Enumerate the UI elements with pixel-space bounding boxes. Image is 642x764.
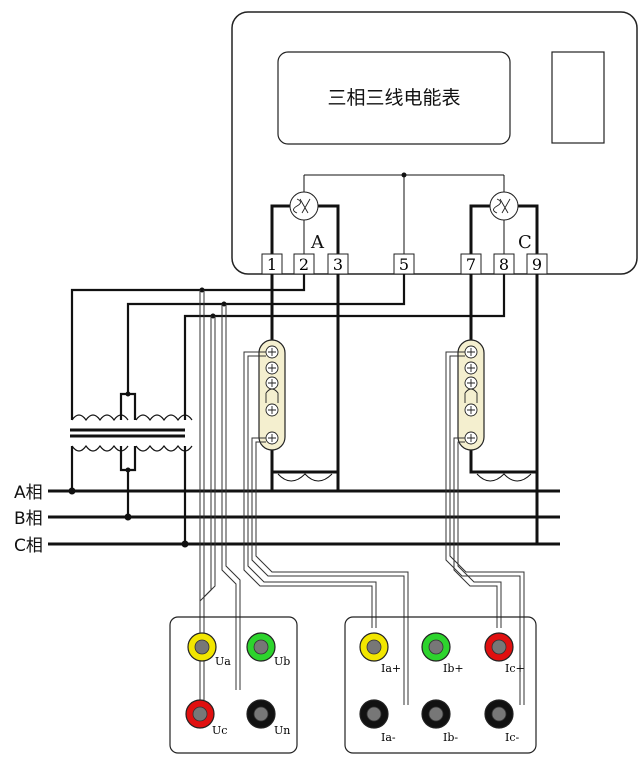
ib-plus-label: Ib+ [443,662,464,675]
ia-plus-label: Ia+ [381,662,401,675]
current-input-box [344,616,537,754]
voltage-input-box [169,616,298,754]
phase-a-label: A相 [14,483,43,503]
ib-minus-label: Ib- [443,731,458,744]
vt-wiring [70,274,506,544]
meter-title: 三相三线电能表 [327,87,460,109]
terminal-3-label: 3 [333,255,343,274]
busbars [48,489,560,546]
ic-minus-label: Ic- [505,731,520,744]
ia-minus-terminal[interactable] [359,699,389,729]
meter-side-window [551,51,605,144]
ct-wiring [270,274,560,546]
voltage-transformer-icon [70,414,193,452]
ic-plus-label: Ic+ [505,662,525,675]
meter-element-c-icon [489,191,519,221]
ic-minus-terminal[interactable] [484,699,514,729]
ua-label: Ua [215,655,231,668]
terminal-8-label: 8 [499,255,509,274]
test-leads [199,290,525,705]
terminal-7-label: 7 [466,255,476,274]
junction-dots [68,287,227,548]
ub-label: Ub [274,655,290,668]
phase-b-label: B相 [14,509,43,529]
phase-c-label: C相 [14,536,43,556]
uc-terminal[interactable] [185,699,215,729]
meter-element-a-label: A [310,232,325,253]
un-label: Un [274,724,290,737]
terminal-5-label: 5 [399,255,409,274]
ia-minus-label: Ia- [381,731,396,744]
terminal-2-label: 2 [299,255,309,274]
meter-body [231,11,638,275]
node-dot [401,172,407,178]
ib-plus-terminal[interactable] [421,632,451,662]
current-transformer-icon [277,473,532,482]
ua-terminal[interactable] [187,632,217,662]
ia-plus-terminal[interactable] [359,632,389,662]
meter-terminals: 1 2 3 5 7 8 9 [261,253,548,275]
ub-terminal[interactable] [246,632,276,662]
ic-plus-terminal[interactable] [484,632,514,662]
meter-display [277,51,511,145]
test-terminal-strip-c [457,339,485,451]
test-terminal-strip-a [258,339,286,451]
un-terminal[interactable] [246,699,276,729]
terminal-9-label: 9 [532,255,542,274]
uc-label: Uc [212,724,227,737]
meter-element-c-label: C [518,232,532,253]
meter-element-a-icon [289,191,319,221]
terminal-1-label: 1 [267,255,277,274]
ib-minus-terminal[interactable] [421,699,451,729]
